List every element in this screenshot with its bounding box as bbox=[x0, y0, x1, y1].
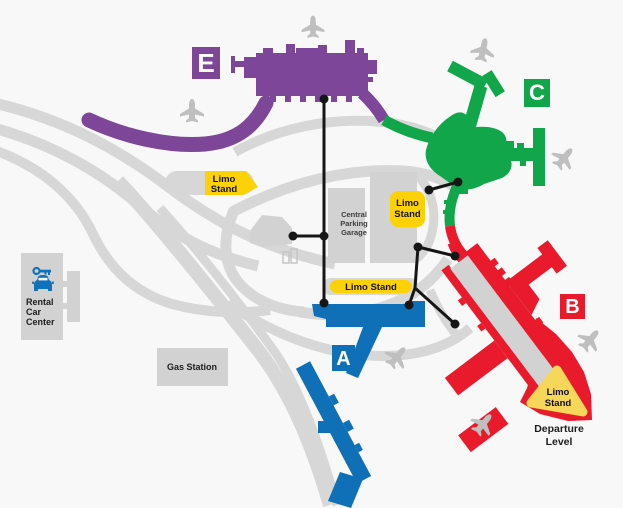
svg-text:B: B bbox=[565, 296, 579, 318]
terminal-e-shape bbox=[81, 40, 390, 152]
parking-garage-west-block bbox=[328, 188, 365, 263]
svg-text:Center: Center bbox=[26, 317, 55, 327]
parking-garage-label: Central Parking Garage bbox=[340, 210, 368, 237]
svg-text:A: A bbox=[336, 348, 350, 370]
terminal-e-curb-road bbox=[81, 95, 274, 152]
airplane-icon bbox=[573, 323, 607, 357]
limo-stand-b: Limo Stand bbox=[526, 365, 588, 417]
airplane-icon bbox=[547, 141, 581, 175]
svg-text:C: C bbox=[529, 80, 545, 105]
gas-station-building bbox=[157, 348, 228, 386]
limo-stand-center-pill bbox=[330, 280, 412, 293]
terminal-c-shape bbox=[381, 60, 545, 227]
svg-text:Level: Level bbox=[546, 436, 573, 448]
gas-station-label: Gas Station bbox=[167, 362, 217, 372]
terminal-e-badge: E bbox=[192, 47, 220, 79]
airplane-icon bbox=[301, 15, 325, 38]
svg-text:Car: Car bbox=[26, 307, 42, 317]
svg-text:Garage: Garage bbox=[341, 228, 367, 237]
svg-text:Limo Stand: Limo Stand bbox=[345, 282, 397, 293]
terminal-c-badge: C bbox=[524, 79, 550, 107]
svg-text:Stand: Stand bbox=[211, 184, 238, 195]
terminal-b-departure-road bbox=[450, 255, 560, 391]
terminal-b-south-pier bbox=[444, 340, 508, 396]
terminal-b-south-stub bbox=[458, 407, 509, 453]
limo-stand-b-triangle bbox=[526, 365, 588, 417]
limo-stand-center: Limo Stand bbox=[330, 280, 412, 293]
svg-text:Parking: Parking bbox=[340, 219, 368, 228]
hotel-building bbox=[250, 215, 292, 247]
limo-stand-e: Limo Stand bbox=[205, 171, 258, 195]
terminal-b-badge: B bbox=[560, 294, 585, 319]
terminal-a-badge: A bbox=[332, 345, 355, 371]
limo-stand-c: Limo Stand bbox=[390, 191, 425, 227]
rental-car-center-building bbox=[21, 253, 63, 340]
terminal-c-curb-west bbox=[381, 115, 434, 144]
rental-car-icon bbox=[32, 266, 54, 291]
svg-text:Limo: Limo bbox=[396, 198, 419, 209]
limo-stand-c-box bbox=[390, 191, 425, 227]
limo-stand-e-flag bbox=[205, 171, 258, 195]
city-buildings-icon bbox=[282, 248, 298, 264]
svg-text:E: E bbox=[197, 48, 214, 78]
departure-level-label: Departure Level bbox=[534, 423, 584, 448]
rental-car-annex bbox=[67, 271, 80, 322]
svg-text:Stand: Stand bbox=[394, 209, 421, 220]
svg-text:Rental: Rental bbox=[26, 297, 54, 307]
rental-car-center-label: Rental Car Center bbox=[26, 297, 55, 327]
svg-text:Departure: Departure bbox=[534, 423, 584, 435]
connector-nodes bbox=[288, 94, 463, 329]
svg-text:Stand: Stand bbox=[545, 398, 572, 409]
airplane-icon bbox=[468, 35, 498, 64]
buildings bbox=[21, 172, 417, 386]
shuttle-connector-lines bbox=[288, 94, 463, 329]
svg-text:Limo: Limo bbox=[213, 174, 236, 185]
svg-text:Central: Central bbox=[341, 210, 367, 219]
airplane-icon bbox=[180, 99, 204, 123]
svg-text:Limo: Limo bbox=[547, 387, 570, 398]
